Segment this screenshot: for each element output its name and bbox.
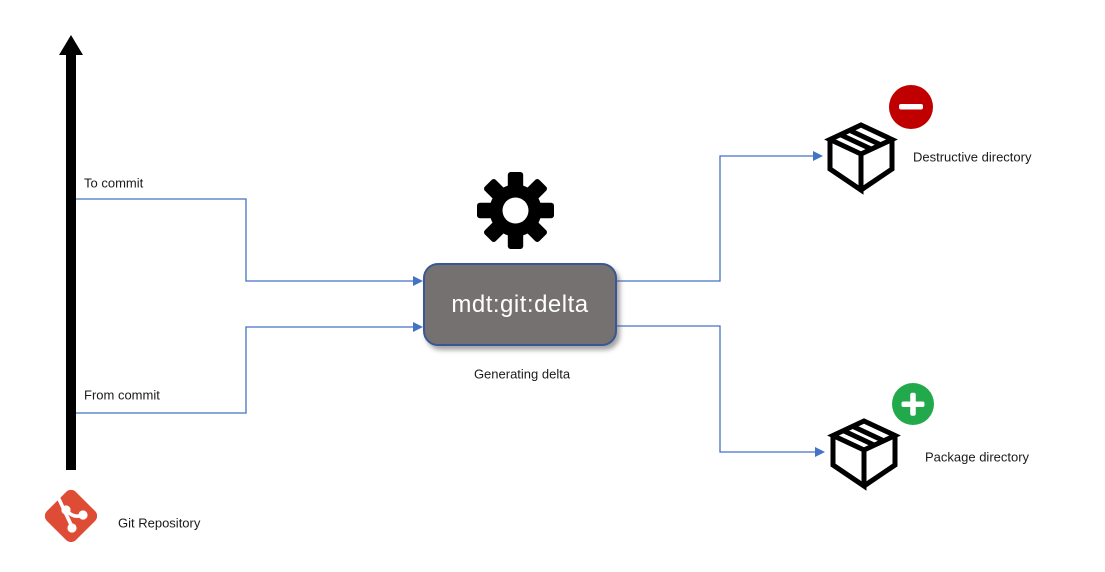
process-box: mdt:git:delta <box>423 263 617 346</box>
arrowhead-from-commit <box>413 322 423 332</box>
package-box-icon <box>827 418 901 491</box>
plus-badge-icon <box>892 383 934 425</box>
process-caption: Generating delta <box>473 366 571 382</box>
destructive-directory-label: Destructive directory <box>913 149 1032 165</box>
arrowhead-destructive <box>813 151 823 161</box>
connector-to-commit <box>71 198 413 282</box>
git-repository-label: Git Repository <box>118 515 201 531</box>
gear-icon <box>477 172 554 249</box>
package-box-icon <box>824 122 898 195</box>
timeline-shaft <box>66 53 76 470</box>
connector-package <box>617 325 815 453</box>
connector-from-commit <box>71 326 413 414</box>
process-title: mdt:git:delta <box>451 290 589 318</box>
connector-destructive <box>617 155 813 282</box>
arrowhead-package <box>815 447 825 457</box>
package-directory-label: Package directory <box>925 449 1030 465</box>
minus-badge-icon <box>889 85 933 129</box>
arrowhead-to-commit <box>413 276 423 286</box>
to-commit-label: To commit <box>84 175 144 191</box>
git-logo-icon <box>44 489 98 543</box>
from-commit-label: From commit <box>84 387 160 403</box>
timeline-arrowhead <box>59 35 83 55</box>
